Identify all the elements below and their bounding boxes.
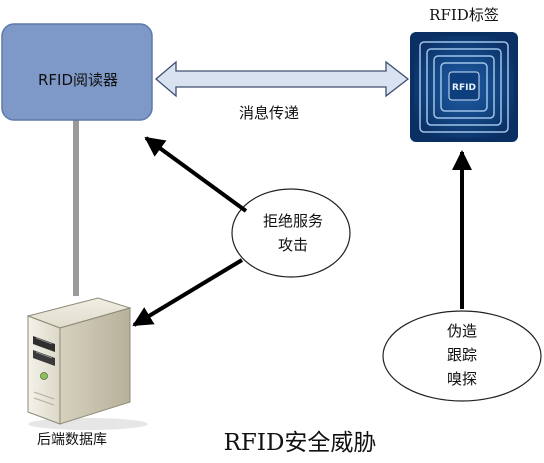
- dos-line-2: 攻击: [278, 236, 308, 254]
- reader-box: [1, 23, 153, 121]
- reader-label: RFID阅读器: [38, 71, 118, 89]
- tag-attack-line-3: 嗅探: [447, 370, 477, 388]
- database-label: 后端数据库: [37, 432, 107, 448]
- tag-attack-line-2: 跟踪: [447, 346, 477, 364]
- rfid-tag-node: RFID标签 RFID: [410, 6, 518, 142]
- message-arrow-shape: [154, 60, 410, 98]
- tag-label: RFID标签: [429, 6, 499, 24]
- tag-attacks-bubble: 伪造 跟踪 嗅探: [382, 310, 542, 402]
- dos-arrow-to-reader: [144, 136, 248, 213]
- message-arrow: 消息传递: [154, 60, 410, 122]
- dos-line-1: 拒绝服务: [263, 212, 323, 230]
- diagram-caption: RFID安全威胁: [224, 430, 377, 456]
- rfid-tag-icon: RFID: [410, 32, 518, 142]
- tag-attack-line-1: 伪造: [447, 322, 477, 340]
- database-server-icon: [26, 297, 148, 430]
- message-label: 消息传递: [239, 104, 299, 122]
- dos-arrow-to-database: [132, 258, 244, 327]
- rfid-reader-node: RFID阅读器: [1, 23, 153, 121]
- tag-chip-text: RFID: [452, 83, 476, 93]
- dos-attack-bubble: 拒绝服务 攻击: [231, 188, 351, 278]
